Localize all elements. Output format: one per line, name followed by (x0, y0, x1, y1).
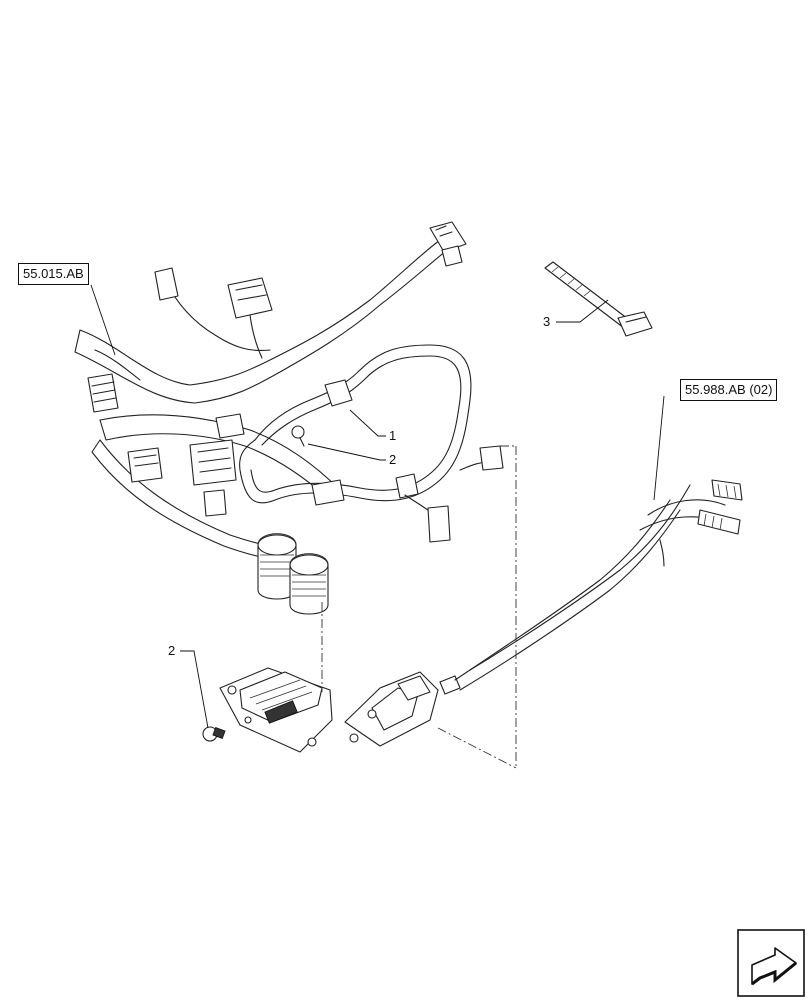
next-page-arrow-icon[interactable] (737, 929, 805, 997)
callout-item-2-lower: 2 (168, 643, 176, 658)
upper-connectors (154, 267, 273, 359)
main-harness-trunk (74, 239, 453, 404)
item-3-conduit (544, 261, 653, 337)
alignment-lines (321, 445, 517, 769)
connector-cluster-left (127, 413, 245, 517)
callout-item-1: 1 (389, 428, 397, 443)
ecu-module (219, 667, 333, 753)
callout-item-3: 3 (543, 314, 551, 329)
sensor-canisters (257, 533, 329, 615)
sensor-cables (454, 479, 743, 691)
ring-clip-lower (202, 726, 226, 742)
ring-clip-upper (291, 425, 305, 447)
callout-item-2-upper: 2 (389, 452, 397, 467)
sensor-module (344, 671, 461, 747)
harness-reference-label[interactable]: 55.015.AB (18, 263, 89, 285)
trunk-top-connector (429, 221, 467, 267)
leader-lines (90, 284, 665, 729)
sensor-reference-label[interactable]: 55.988.AB (02) (680, 379, 778, 401)
secondary-harness-loop (239, 344, 504, 543)
